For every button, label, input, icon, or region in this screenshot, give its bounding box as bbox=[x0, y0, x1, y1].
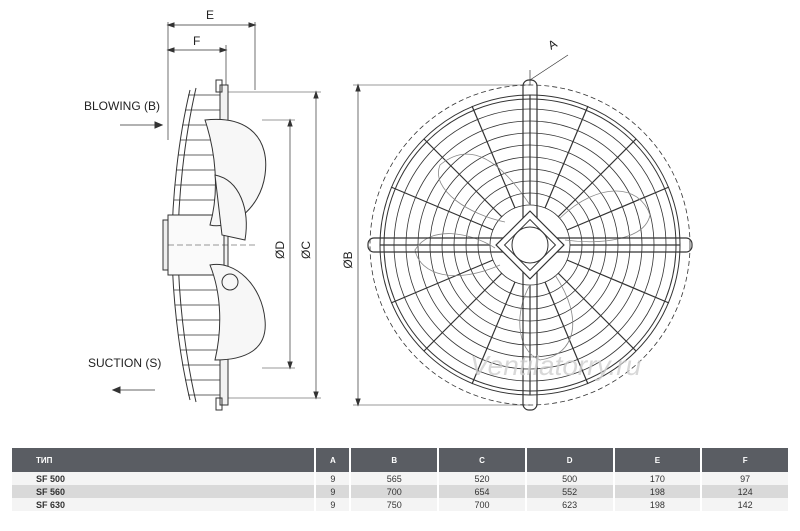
col-e: E bbox=[614, 448, 701, 472]
col-a: A bbox=[316, 448, 350, 472]
table-cell: 700 bbox=[439, 498, 525, 511]
table-row: SF 560 9 700 654 552 198 124 bbox=[12, 485, 788, 498]
table-cell: 124 bbox=[702, 485, 788, 498]
col-c: C bbox=[439, 448, 525, 472]
watermark: Ventilatorry.ru bbox=[470, 350, 642, 381]
table-cell: 170 bbox=[614, 472, 701, 485]
table-cell: 654 bbox=[439, 485, 525, 498]
table-cell: 565 bbox=[351, 472, 438, 485]
table-cell: 700 bbox=[351, 485, 438, 498]
table-cell: 520 bbox=[439, 472, 525, 485]
spec-table: ТИП A B C D E F SF 500 9 565 520 500 170… bbox=[10, 448, 790, 511]
table-cell: 198 bbox=[614, 498, 701, 511]
col-f: F bbox=[702, 448, 788, 472]
table-cell: 97 bbox=[702, 472, 788, 485]
dim-e-label: E bbox=[206, 8, 214, 22]
fan-technical-drawing: E F A ØD ØC ØB BLOWING (B) SUCTION (S) V… bbox=[84, 8, 693, 411]
dim-f-label: F bbox=[193, 34, 200, 48]
table-cell: 9 bbox=[316, 472, 350, 485]
blowing-label: BLOWING (B) bbox=[84, 99, 160, 113]
dim-a-label: A bbox=[546, 36, 560, 52]
col-b: B bbox=[351, 448, 438, 472]
side-view bbox=[111, 22, 321, 411]
table-cell: 198 bbox=[614, 485, 701, 498]
table-cell: 142 bbox=[702, 498, 788, 511]
table-cell: 623 bbox=[526, 498, 613, 511]
table-row: SF 630 9 750 700 623 198 142 bbox=[12, 498, 788, 511]
table-cell: 552 bbox=[526, 485, 613, 498]
table-cell: SF 500 bbox=[12, 472, 315, 485]
front-view bbox=[353, 54, 693, 411]
table-cell: SF 630 bbox=[12, 498, 315, 511]
table-cell: 9 bbox=[316, 485, 350, 498]
table-cell: 500 bbox=[526, 472, 613, 485]
table-row: SF 500 9 565 520 500 170 97 bbox=[12, 472, 788, 485]
dim-b-label: ØB bbox=[341, 251, 355, 268]
col-type: ТИП bbox=[12, 448, 315, 472]
table-cell: SF 560 bbox=[12, 485, 315, 498]
dim-c-label: ØC bbox=[299, 241, 313, 259]
col-d: D bbox=[526, 448, 613, 472]
table-cell: 9 bbox=[316, 498, 350, 511]
suction-label: SUCTION (S) bbox=[88, 356, 161, 370]
spec-table-header: ТИП A B C D E F bbox=[12, 448, 788, 472]
dim-d-label: ØD bbox=[273, 241, 287, 259]
table-cell: 750 bbox=[351, 498, 438, 511]
